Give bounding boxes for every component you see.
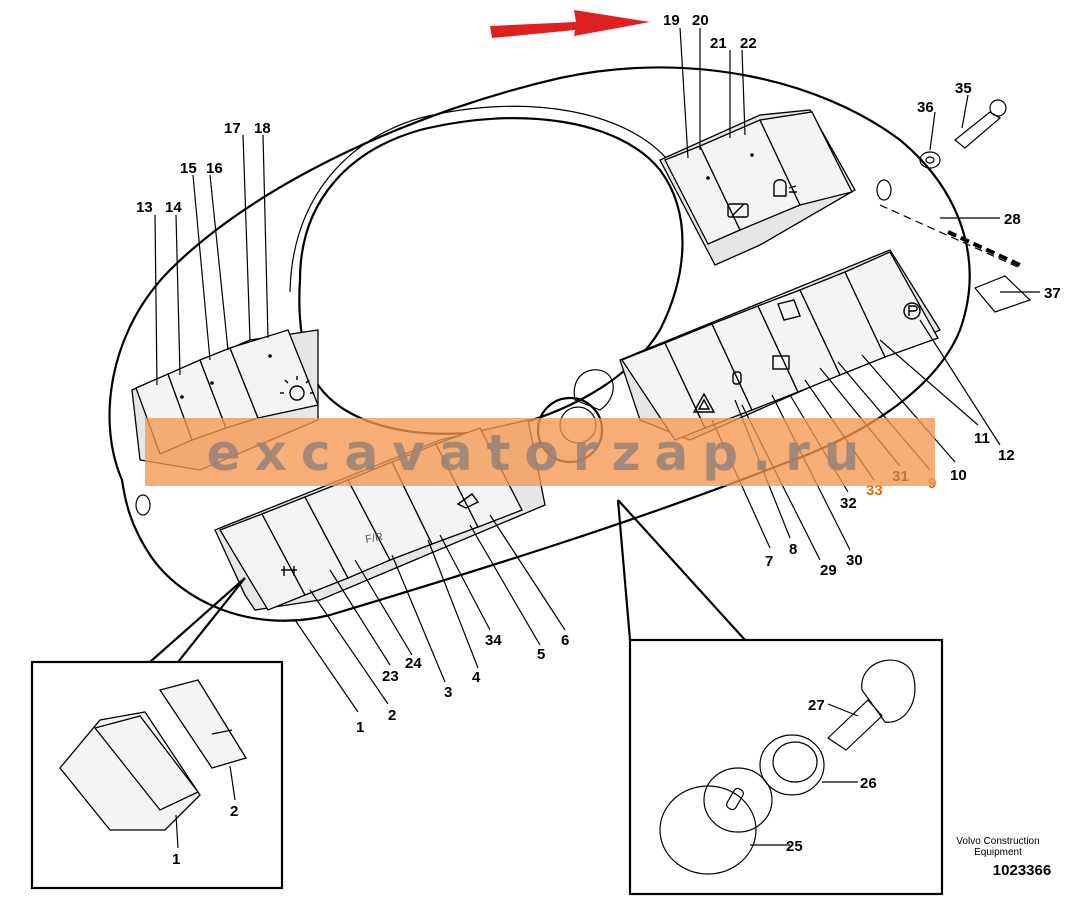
screw-hardware xyxy=(879,99,1032,313)
part-label-18: 18 xyxy=(254,120,271,137)
zoom-lines-right xyxy=(616,499,746,641)
hazard-triangle-icon xyxy=(692,392,716,413)
part-label-11: 11 xyxy=(974,430,990,447)
dashboard-panel xyxy=(108,66,971,622)
mounting-hole-left xyxy=(135,494,151,516)
part-label-14: 14 xyxy=(165,199,182,216)
mounting-hole-right xyxy=(876,179,892,201)
inset-right xyxy=(628,638,944,896)
inset-label-1: 1 xyxy=(172,851,180,868)
wiper-icon xyxy=(727,203,749,218)
parking-brake-icon xyxy=(903,302,921,320)
part-label-1: 1 xyxy=(356,719,364,736)
direction-arrow xyxy=(490,10,650,38)
part-label-7: 7 xyxy=(765,553,773,570)
part-label-17: 17 xyxy=(224,120,241,137)
zoom-lines-left xyxy=(149,577,246,663)
part-label-16: 16 xyxy=(206,160,223,177)
part-label-34: 34 xyxy=(485,632,502,649)
part-label-32: 32 xyxy=(840,495,857,512)
part-label-36: 36 xyxy=(917,99,934,116)
part-label-20: 20 xyxy=(692,12,709,29)
part-label-10: 10 xyxy=(950,467,967,484)
document-number: 1023366 xyxy=(992,862,1052,879)
watermark-band: excavatorzap.ru xyxy=(145,418,935,486)
seat-heater-icon xyxy=(456,493,480,509)
part-label-26: 26 xyxy=(860,775,877,792)
part-label-21: 21 xyxy=(710,35,727,52)
instrument-display xyxy=(298,117,684,435)
inset-left xyxy=(30,660,284,890)
part-label-19: 19 xyxy=(663,12,680,29)
part-label-12: 12 xyxy=(998,447,1015,464)
part-label-4: 4 xyxy=(472,669,481,686)
part-label-2: 2 xyxy=(388,707,396,724)
part-label-8: 8 xyxy=(789,541,797,558)
part-label-6: 6 xyxy=(561,632,569,649)
work-light-icon xyxy=(280,376,314,401)
watermark-text: excavatorzap.ru xyxy=(206,424,874,482)
part-label-22: 22 xyxy=(740,35,757,52)
part-label-25: 25 xyxy=(786,838,803,855)
part-label-27: 27 xyxy=(808,697,825,714)
beacon-icon xyxy=(732,371,742,385)
axle-lock-icon xyxy=(281,566,297,576)
part-label-13: 13 xyxy=(136,199,153,216)
part-label-23: 23 xyxy=(382,668,399,685)
part-label-24: 24 xyxy=(405,655,422,672)
part-label-29: 29 xyxy=(820,562,837,579)
display-rim xyxy=(289,105,673,293)
part-label-33: 33 xyxy=(866,482,883,499)
part-label-28: 28 xyxy=(1004,211,1021,228)
part-label-5: 5 xyxy=(537,646,545,663)
part-label-35: 35 xyxy=(955,80,972,97)
credit-line-1: Volvo Construction xyxy=(956,836,1040,847)
inset-right-parts xyxy=(659,659,916,875)
switch-group-right xyxy=(619,249,941,441)
inset-label-2: 2 xyxy=(230,803,238,820)
part-label-30: 30 xyxy=(846,552,863,569)
inset-left-switch xyxy=(59,679,247,831)
seat-icon xyxy=(777,299,801,321)
fr-switch-text: F/R xyxy=(364,531,384,546)
rear-light-icon xyxy=(772,355,790,370)
part-label-3: 3 xyxy=(444,684,452,701)
credit-text: Volvo Construction Equipment xyxy=(933,836,1063,858)
switch-group-upper-right xyxy=(659,109,856,266)
part-label-37: 37 xyxy=(1044,285,1061,302)
part-label-15: 15 xyxy=(180,160,197,177)
credit-line-2: Equipment xyxy=(974,847,1022,858)
mirror-heat-icon xyxy=(773,179,797,197)
